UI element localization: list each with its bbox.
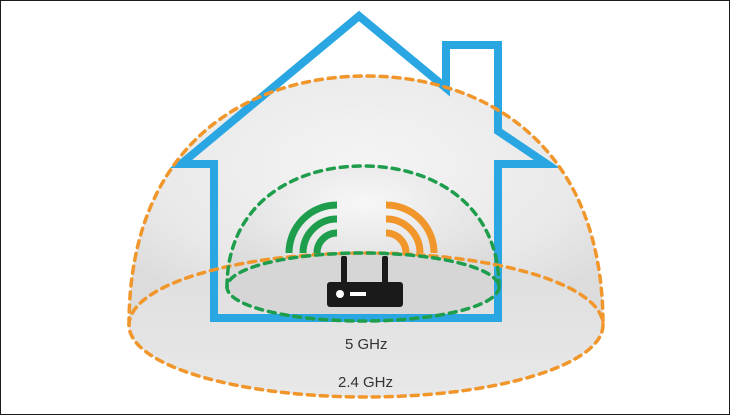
router-antenna-right [382,256,388,286]
router-antenna-left [341,256,347,286]
dome-5ghz-outline [225,164,501,289]
dome-24ghz-outline [127,74,605,327]
band-label-24ghz: 2.4 GHz [338,374,394,391]
router-display [350,292,366,296]
floor-5ghz-outline [225,251,501,323]
wifi-signal-24ghz-icon [385,201,438,254]
wifi-signal-5ghz-icon [285,201,338,254]
router-led [336,290,344,298]
band-label-5ghz: 5 GHz [345,336,388,353]
router-icon [327,256,403,307]
house-outline-icon [169,10,561,322]
